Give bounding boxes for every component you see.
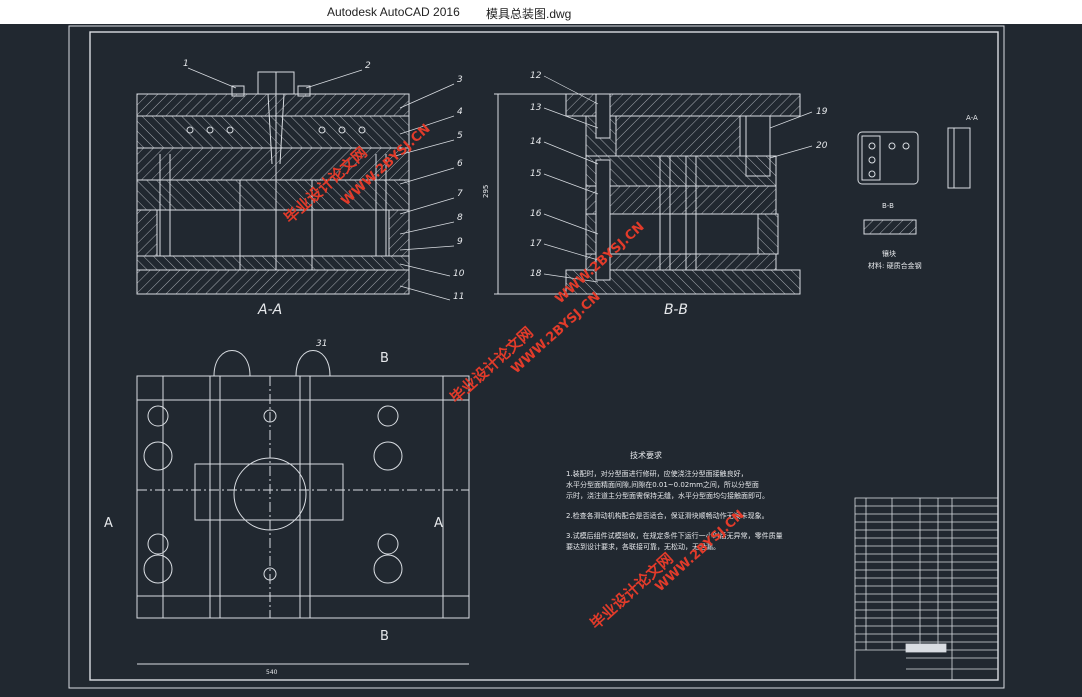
svg-text:19: 19: [816, 107, 828, 117]
detail-label-a-a: A-A: [966, 114, 978, 122]
drawing-frame: [89, 31, 999, 681]
svg-text:3: 3: [457, 75, 463, 85]
leader-lines-left: [187, 67, 455, 301]
svg-text:1: 1: [183, 59, 189, 69]
svg-text:14: 14: [530, 137, 542, 147]
cut-marker-a-right: A: [434, 516, 443, 531]
section-label-b-b: B-B: [664, 302, 688, 318]
part-numbers-right: 12 13 14 15 16 17 18 19 20: [530, 71, 828, 279]
section-b-b: [494, 93, 801, 295]
cad-drawing[interactable]: 1 2 3 4 5 6 7 8 9 10 11 A-A: [0, 24, 1082, 693]
svg-text:要达到设计要求，各联接可靠，无松动，无泄漏。: 要达到设计要求，各联接可靠，无松动，无泄漏。: [566, 542, 720, 551]
cut-marker-b-top: B: [380, 351, 389, 366]
svg-text:3.试模后组件试模验收，在规定条件下运行一小时后无异常，零件: 3.试模后组件试模验收，在规定条件下运行一小时后无异常，零件质量: [566, 531, 783, 540]
cut-marker-b-bottom: B: [380, 629, 389, 644]
detail-material: 材料: 硬质合金钢: [868, 261, 922, 270]
svg-text:8: 8: [457, 213, 463, 223]
svg-text:水平分型面精面间隙,间隙在0.01~0.02mm之间，所以分: 水平分型面精面间隙,间隙在0.01~0.02mm之间，所以分型面: [566, 480, 759, 489]
svg-text:16: 16: [530, 209, 542, 219]
sheet-border: [68, 25, 1005, 689]
svg-text:18: 18: [530, 269, 542, 279]
svg-text:2: 2: [365, 61, 371, 71]
part-numbers-left: 1 2 3 4 5 6 7 8 9 10 11: [183, 59, 465, 302]
detail-insert-view: [857, 127, 971, 235]
svg-text:11: 11: [453, 292, 464, 302]
svg-text:2.检查各滑动机构配合是否适合，保证滑块顺畅动作无误卡现象。: 2.检查各滑动机构配合是否适合，保证滑块顺畅动作无误卡现象。: [566, 511, 769, 520]
svg-text:12: 12: [530, 71, 542, 81]
svg-text:WWW.2BYSJ.CN: WWW.2BYSJ.CN: [653, 507, 748, 595]
svg-text:技术要求: 技术要求: [630, 450, 662, 460]
svg-text:20: 20: [816, 141, 828, 151]
section-a-a: [136, 71, 410, 295]
svg-text:10: 10: [453, 269, 465, 279]
leader-lines-right: [543, 75, 813, 283]
tech-requirements: 技术要求 1.装配时，对分型面进行修研，应使浇注分型面接触良好， 水平分型面精面…: [566, 450, 783, 551]
svg-text:5: 5: [457, 131, 463, 141]
detail-label-b-b: B-B: [882, 202, 894, 210]
svg-text:7: 7: [457, 189, 463, 199]
svg-text:示时，浇注道主分型面需保持无缝，水平分型面均匀接触面即可。: 示时，浇注道主分型面需保持无缝，水平分型面均匀接触面即可。: [566, 491, 769, 500]
svg-text:15: 15: [530, 169, 542, 179]
file-title: 模具总装图.dwg: [486, 7, 572, 21]
dimension-plan-length: 540: [266, 669, 278, 676]
drawing-canvas[interactable]: 1 2 3 4 5 6 7 8 9 10 11 A-A: [0, 24, 1082, 693]
svg-text:1.装配时，对分型面进行修研，应使浇注分型面接触良好，: 1.装配时，对分型面进行修研，应使浇注分型面接触良好，: [566, 469, 748, 478]
svg-text:6: 6: [457, 159, 463, 169]
svg-text:4: 4: [457, 107, 463, 117]
detail-part-label: 镶块: [882, 249, 896, 258]
app-title: Autodesk AutoCAD 2016: [327, 5, 460, 19]
plan-view: [136, 350, 470, 665]
section-label-a-a: A-A: [257, 302, 282, 318]
window-titlebar: Autodesk AutoCAD 2016 模具总装图.dwg: [0, 0, 1082, 24]
title-block: [854, 497, 999, 681]
part-number-31: 31: [316, 339, 327, 349]
dimension-height: 295: [482, 185, 490, 198]
svg-text:13: 13: [530, 103, 542, 113]
svg-text:9: 9: [457, 237, 463, 247]
cut-marker-a-left: A: [104, 516, 113, 531]
svg-text:17: 17: [530, 239, 542, 249]
